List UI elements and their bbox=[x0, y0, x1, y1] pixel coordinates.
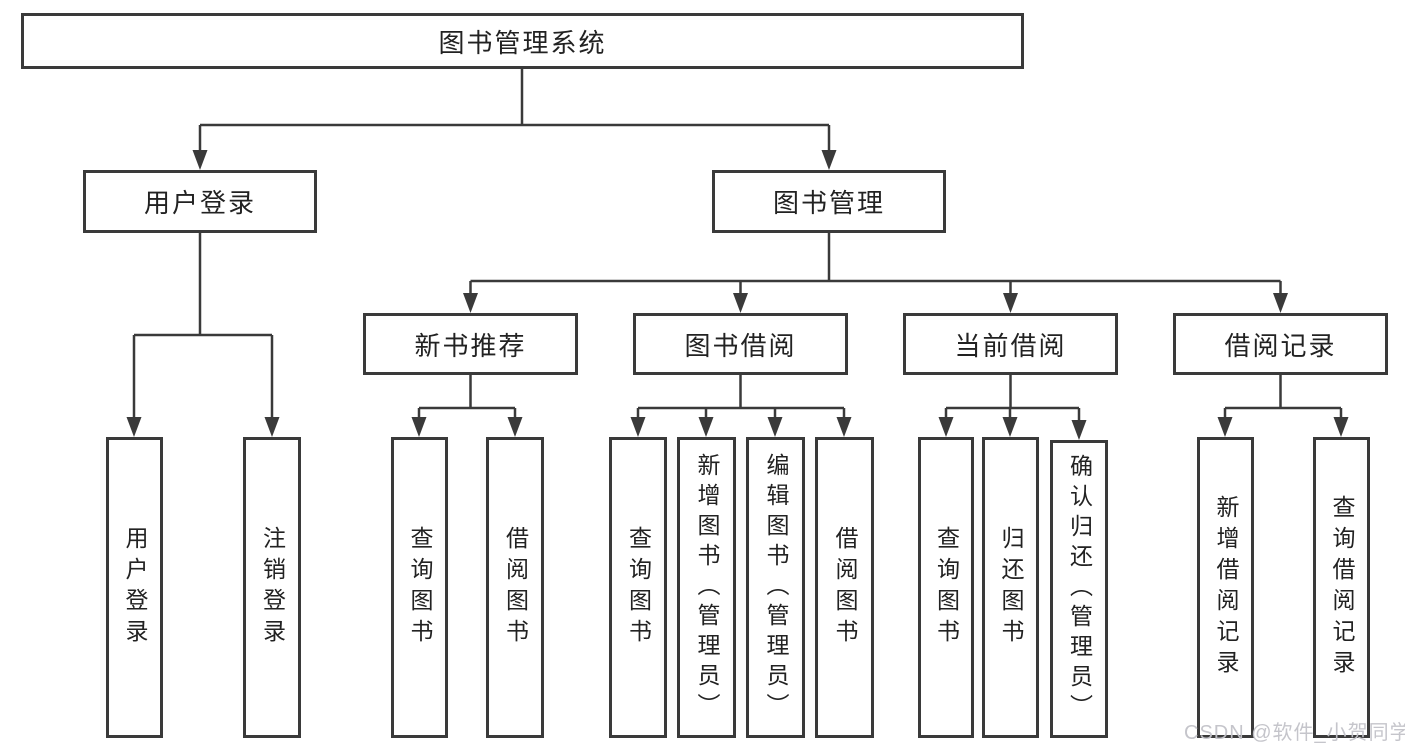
node-book-management: 图书管理 bbox=[712, 170, 946, 233]
leaf-newbook-borrow-books: 借阅图书 bbox=[486, 437, 544, 738]
node-user-login: 用户登录 bbox=[83, 170, 317, 233]
leaf-record-add: 新增借阅记录 bbox=[1197, 437, 1254, 738]
node-new-book-recommend-label: 新书推荐 bbox=[414, 330, 527, 361]
leaf-logout-label: 注销登录 bbox=[259, 525, 286, 650]
arrowhead-icon bbox=[1333, 417, 1349, 437]
node-borrow-records: 借阅记录 bbox=[1173, 313, 1388, 375]
arrowhead-icon bbox=[630, 417, 646, 437]
arrowhead-icon bbox=[836, 417, 852, 437]
node-root: 图书管理系统 bbox=[21, 13, 1024, 69]
arrowhead-icon bbox=[821, 150, 837, 170]
leaf-borrow-edit-books-admin: 编辑图书（管理员） bbox=[746, 437, 805, 738]
leaf-current-return-books-label: 归还图书 bbox=[998, 525, 1024, 650]
leaf-current-query-books: 查询图书 bbox=[918, 437, 974, 738]
node-book-borrow: 图书借阅 bbox=[633, 313, 848, 375]
arrowhead-icon bbox=[1273, 293, 1288, 313]
leaf-user-login-label: 用户登录 bbox=[122, 525, 148, 650]
connector-book-borrow-branch bbox=[636, 375, 846, 419]
watermark: CSDN @软件_小贺同学 bbox=[1184, 722, 1405, 744]
arrowhead-icon bbox=[698, 417, 714, 437]
connector-user-login-branch bbox=[132, 233, 274, 419]
leaf-record-query: 查询借阅记录 bbox=[1313, 437, 1370, 738]
arrowhead-icon bbox=[463, 293, 478, 313]
arrowhead-icon bbox=[411, 417, 427, 437]
leaf-logout: 注销登录 bbox=[243, 437, 301, 738]
leaf-borrow-query-books-label: 查询图书 bbox=[625, 525, 652, 650]
connector-current-borrow-branch bbox=[944, 375, 1081, 422]
node-current-borrow-label: 当前借阅 bbox=[954, 330, 1067, 361]
arrowhead-icon bbox=[507, 417, 523, 437]
arrowhead-icon bbox=[767, 417, 783, 437]
leaf-current-confirm-return-admin-label: 确认归还（管理员） bbox=[1066, 454, 1093, 724]
node-book-management-label: 图书管理 bbox=[772, 188, 885, 218]
arrowhead-icon bbox=[1003, 293, 1018, 313]
arrowhead-icon bbox=[192, 150, 208, 170]
leaf-newbook-query-books: 查询图书 bbox=[391, 437, 448, 738]
arrowhead-icon bbox=[1071, 420, 1087, 440]
connector-root-branch bbox=[198, 69, 831, 152]
arrowhead-icon bbox=[1217, 417, 1233, 437]
node-current-borrow: 当前借阅 bbox=[903, 313, 1118, 375]
connector-borrow-records-branch bbox=[1223, 375, 1343, 419]
arrowhead-icon bbox=[1002, 417, 1018, 437]
leaf-borrow-add-books-admin-label: 新增图书（管理员） bbox=[694, 452, 720, 723]
leaf-user-login: 用户登录 bbox=[106, 437, 163, 738]
leaf-record-query-label: 查询借阅记录 bbox=[1329, 494, 1355, 681]
leaf-current-return-books: 归还图书 bbox=[982, 437, 1039, 738]
leaf-record-add-label: 新增借阅记录 bbox=[1213, 494, 1239, 681]
connector-new-book-branch bbox=[417, 375, 517, 419]
leaf-borrow-add-books-admin: 新增图书（管理员） bbox=[677, 437, 736, 738]
arrowhead-icon bbox=[938, 417, 954, 437]
connector-book-management-branch bbox=[469, 233, 1282, 296]
leaf-borrow-edit-books-admin-label: 编辑图书（管理员） bbox=[763, 452, 789, 723]
leaf-borrow-borrow-books-label: 借阅图书 bbox=[832, 525, 858, 650]
leaf-newbook-borrow-books-label: 借阅图书 bbox=[502, 525, 529, 650]
leaf-borrow-query-books: 查询图书 bbox=[609, 437, 667, 738]
node-user-login-label: 用户登录 bbox=[143, 188, 256, 218]
node-borrow-records-label: 借阅记录 bbox=[1224, 330, 1337, 361]
node-book-borrow-label: 图书借阅 bbox=[684, 330, 797, 361]
arrowhead-icon bbox=[264, 417, 280, 437]
leaf-newbook-query-books-label: 查询图书 bbox=[407, 525, 433, 650]
arrowhead-icon bbox=[733, 293, 748, 313]
leaf-current-query-books-label: 查询图书 bbox=[933, 525, 960, 650]
node-root-label: 图书管理系统 bbox=[438, 27, 607, 58]
node-new-book-recommend: 新书推荐 bbox=[363, 313, 578, 375]
leaf-borrow-borrow-books: 借阅图书 bbox=[815, 437, 874, 738]
arrowhead-icon bbox=[126, 417, 142, 437]
leaf-current-confirm-return-admin: 确认归还（管理员） bbox=[1050, 440, 1108, 738]
